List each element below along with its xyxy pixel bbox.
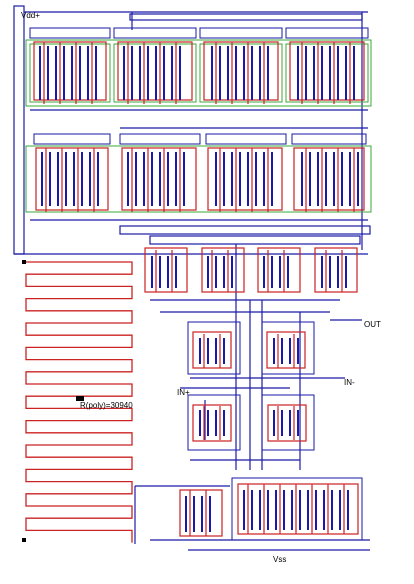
poly-resistor [22,260,133,543]
label-resistor: R(poly)=30940 [80,401,133,410]
nmos-bank-bottom [179,477,363,541]
diff-pair-stage [187,321,315,451]
label-out: OUT [364,320,381,329]
label-vss: Vss [273,555,286,564]
label-in-plus: IN+ [177,388,190,397]
resistor-marker [76,396,84,401]
label-vdd: Vdd+ [21,11,40,20]
pmos-bank-top [25,27,372,107]
label-in-minus: IN- [344,378,355,387]
current-mirror-row [144,247,358,293]
pmos-bank-middle [25,133,372,213]
